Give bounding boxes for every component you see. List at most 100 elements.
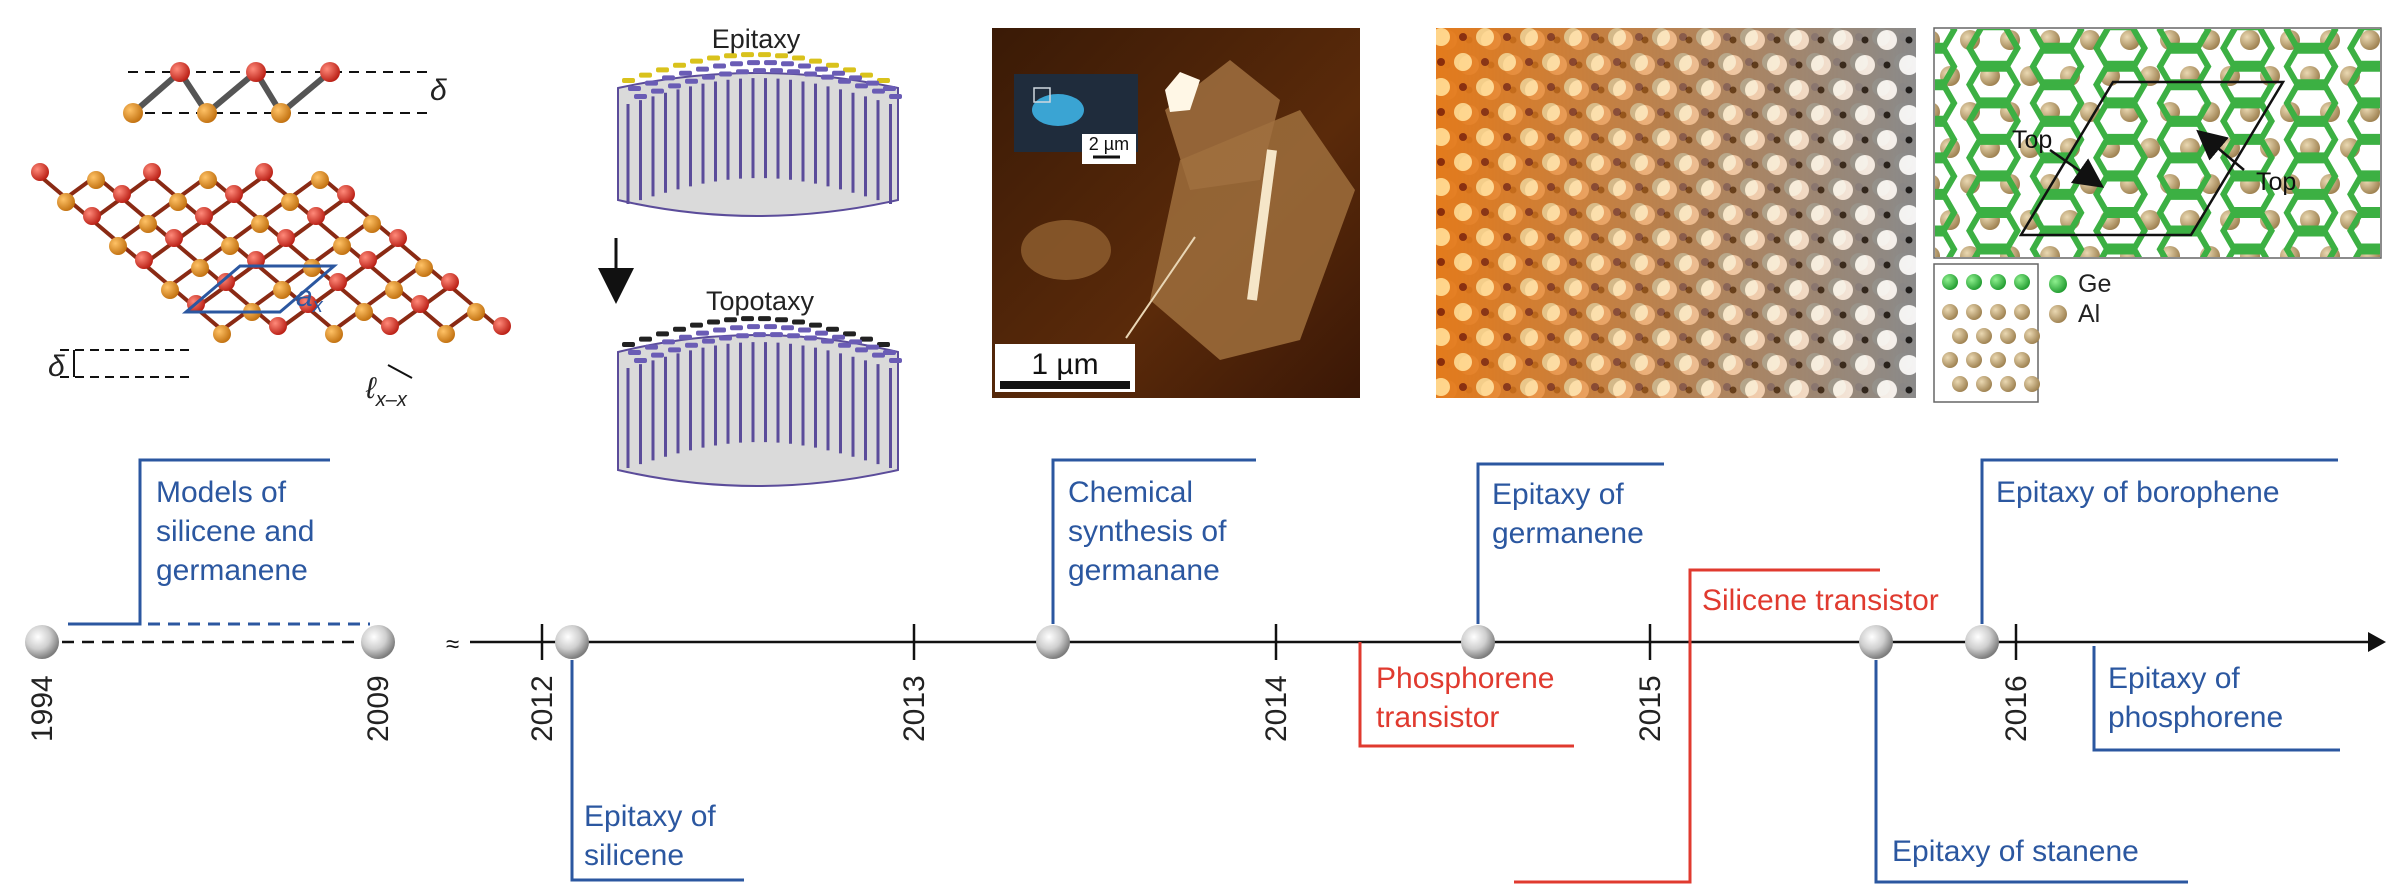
buckled-side-view: δ	[123, 62, 447, 123]
supercell	[2018, 80, 2286, 237]
ax-label: ax	[296, 280, 324, 317]
event-models-line1: Models of	[156, 476, 287, 509]
milestone-2015	[1859, 625, 1893, 659]
event-phosphorene-transistor: Phosphorene transistor	[1358, 642, 1574, 748]
honeycomb-lattice	[31, 163, 511, 343]
lower-atom	[109, 237, 127, 255]
topotaxy-title: Topotaxy	[706, 286, 815, 316]
upper-atom	[493, 317, 511, 335]
upper-atom	[165, 229, 183, 247]
event-epitaxy-silicene-line2: silicene	[584, 839, 684, 872]
top-site-label-1: Top	[2012, 126, 2052, 154]
lattice-panel: δ ax δ ℓx–x	[31, 62, 511, 411]
ge-legend-label: Ge	[2078, 270, 2111, 298]
milestone-2014	[1461, 625, 1495, 659]
lower-atom	[191, 259, 209, 277]
milestone-2012	[555, 625, 589, 659]
unit-cell	[181, 264, 339, 314]
afm-inset: 2 µm	[1014, 74, 1138, 164]
milestone-2013	[1036, 625, 1070, 659]
lower-atom	[311, 171, 329, 189]
lower-atom	[385, 281, 403, 299]
upper-atom	[135, 251, 153, 269]
timeline-arrow-icon	[2368, 632, 2386, 652]
lower-atom	[169, 193, 187, 211]
lower-atom	[333, 237, 351, 255]
event-chemical-line3: germanane	[1068, 554, 1220, 587]
event-epitaxy-germanene-line1: Epitaxy of	[1492, 478, 1624, 511]
al-legend-swatch	[2049, 305, 2067, 323]
delta-label-top: δ	[430, 74, 447, 107]
upper-atom	[83, 207, 101, 225]
lower-atom	[303, 259, 321, 277]
epitaxy-model	[617, 52, 902, 217]
axis-break-icon: ≈	[446, 631, 459, 658]
bond-length-label: ℓx–x	[365, 372, 408, 411]
topotaxy-model	[617, 316, 902, 487]
upper-atom	[389, 229, 407, 247]
event-chemical-germanane: Chemical synthesis of germanane	[1051, 458, 1256, 624]
upper-atom	[255, 163, 273, 181]
event-epitaxy-phosphorene-line2: phosphorene	[2108, 701, 2283, 734]
upper-atom	[195, 207, 213, 225]
event-epitaxy-borophene-line1: Epitaxy of borophene	[1996, 476, 2280, 509]
epitaxy-title: Epitaxy	[712, 24, 801, 54]
year-2014: 2014	[1260, 675, 1293, 742]
event-models-line3: germanene	[156, 554, 308, 587]
event-epitaxy-stanene-line1: Epitaxy of stanene	[1892, 835, 2139, 868]
event-chemical-line1: Chemical	[1068, 476, 1193, 509]
milestone-1994	[25, 625, 59, 659]
upper-atom	[217, 273, 235, 291]
lower-atom	[467, 303, 485, 321]
growth-panel: Epitaxy Topotaxy	[598, 24, 902, 487]
lower-atom	[213, 325, 231, 343]
year-2015: 2015	[1634, 675, 1667, 742]
lower-atom	[281, 193, 299, 211]
year-2009: 2009	[362, 675, 395, 742]
upper-atom	[269, 317, 287, 335]
event-models: Models of silicene and germanene	[68, 458, 370, 626]
upper-atom	[299, 295, 317, 313]
delta-label-bottom: δ	[48, 350, 65, 383]
upper-atom	[113, 185, 131, 203]
event-epitaxy-phosphorene: Epitaxy of phosphorene	[2092, 646, 2340, 752]
lower-atom	[221, 237, 239, 255]
stm-panel	[1436, 28, 1916, 398]
lower-atom	[87, 171, 105, 189]
event-epitaxy-silicene: Epitaxy of silicene	[570, 660, 744, 882]
event-epitaxy-germanene: Epitaxy of germanene	[1476, 462, 1664, 624]
event-phosphorene-transistor-line1: Phosphorene	[1376, 662, 1554, 695]
al-legend-label: Al	[2078, 300, 2100, 328]
upper-atom	[307, 207, 325, 225]
lower-atom	[199, 171, 217, 189]
upper-atom	[411, 295, 429, 313]
timeline: ≈ 1994 2009 2012 2013 2014 2015 2016 Mod…	[25, 458, 2386, 884]
lower-atom	[273, 281, 291, 299]
lower-atom	[363, 215, 381, 233]
lower-atom	[161, 281, 179, 299]
event-epitaxy-silicene-line1: Epitaxy of	[584, 800, 716, 833]
upper-atom	[225, 185, 243, 203]
lower-atom	[325, 325, 343, 343]
milestone-2016	[1965, 625, 1999, 659]
upper-atom	[329, 273, 347, 291]
event-epitaxy-borophene: Epitaxy of borophene	[1980, 458, 2338, 624]
inset-scale-label: 2 µm	[1089, 134, 1129, 154]
event-silicene-transistor: Silicene transistor	[1514, 568, 1939, 884]
upper-atom	[277, 229, 295, 247]
event-phosphorene-transistor-line2: transistor	[1376, 701, 1499, 734]
lower-atom	[437, 325, 455, 343]
upper-atom	[359, 251, 377, 269]
event-models-line2: silicene and	[156, 515, 314, 548]
year-2013: 2013	[898, 675, 931, 742]
lower-atom	[139, 215, 157, 233]
top-site-label-2: Top	[2256, 168, 2296, 196]
lower-atom	[57, 193, 75, 211]
event-epitaxy-phosphorene-line1: Epitaxy of	[2108, 662, 2240, 695]
year-2016: 2016	[2000, 675, 2033, 742]
milestone-2009	[361, 625, 395, 659]
year-1994: 1994	[26, 675, 59, 742]
event-epitaxy-stanene: Epitaxy of stanene	[1874, 660, 2188, 884]
event-chemical-line2: synthesis of	[1068, 515, 1227, 548]
